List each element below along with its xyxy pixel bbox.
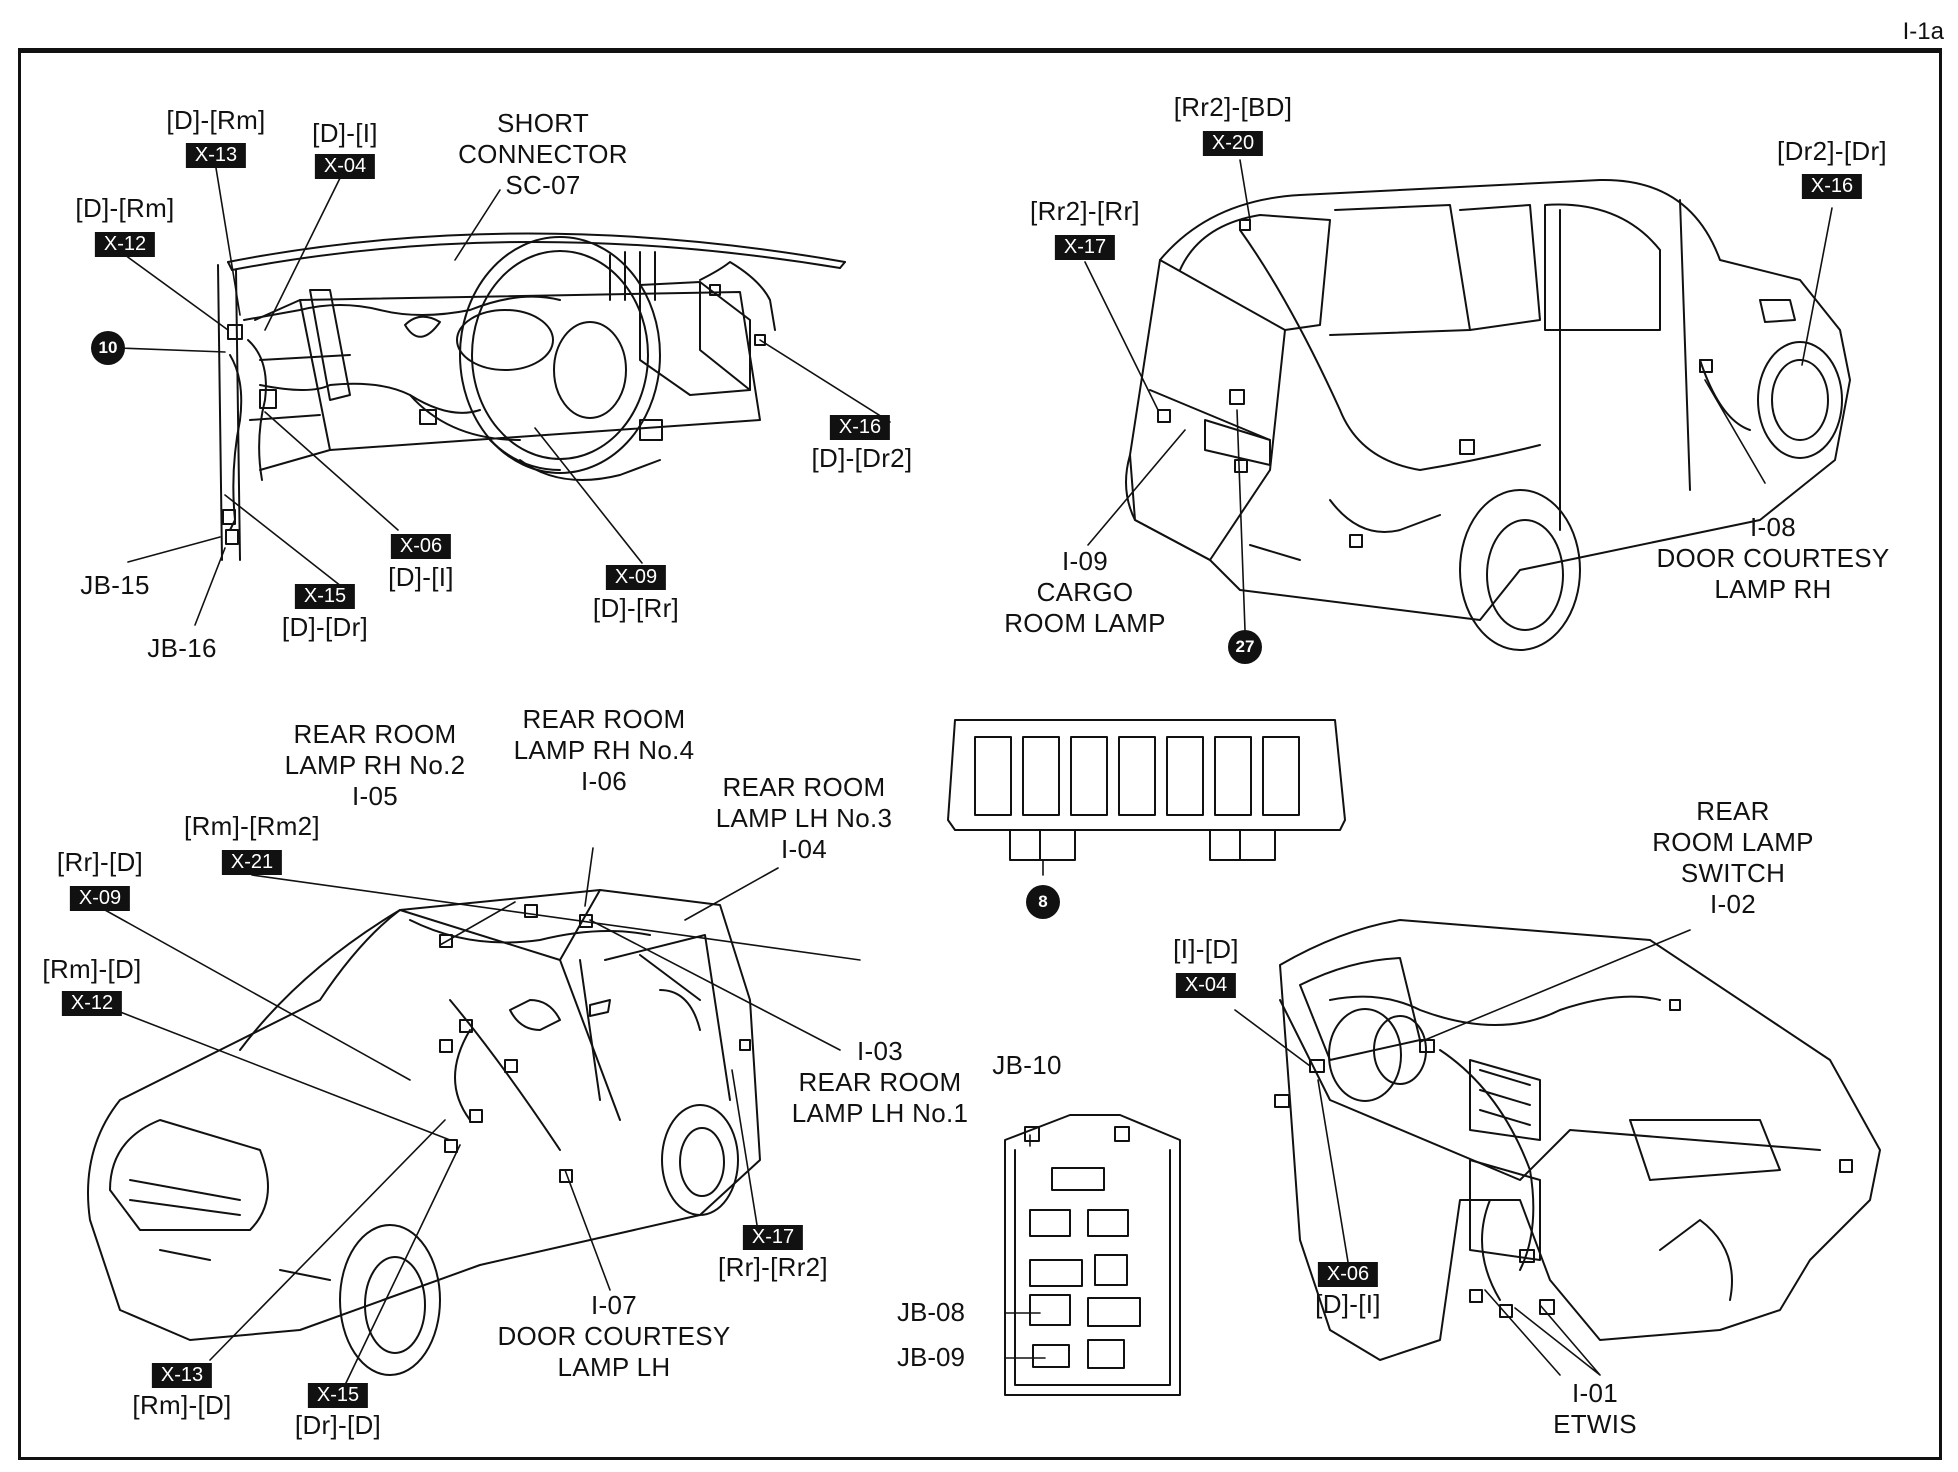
page-number: I-1a	[1902, 18, 1944, 45]
marker-27: 27	[1228, 630, 1262, 664]
label-jb-15: JB-15	[80, 570, 150, 600]
label-d-i-3: [D]-[I]	[1315, 1289, 1381, 1319]
connector-tag-x12-1: X-12	[94, 232, 156, 257]
label-rm-d-2: [Rm]-[D]	[132, 1390, 232, 1420]
label-d-rm-1: [D]-[Rm]	[166, 105, 266, 135]
connector-tag-x20: X-20	[1202, 131, 1264, 156]
marker-8: 8	[1026, 885, 1060, 919]
label-i08-door-courtesy-lamp-rh: I-08 DOOR COURTESY LAMP RH	[1656, 512, 1890, 604]
connector-tag-x13-2: X-13	[151, 1363, 213, 1388]
label-i07-door-courtesy-lamp-lh: I-07 DOOR COURTESY LAMP LH	[497, 1290, 731, 1382]
label-i01-etwis: I-01 ETWIS	[1553, 1378, 1637, 1439]
connector-tag-x13-1: X-13	[185, 143, 247, 168]
connector-tag-x16-1: X-16	[829, 415, 891, 440]
diagram-frame	[18, 48, 1942, 1460]
connector-tag-x09-2: X-09	[69, 886, 131, 911]
connector-tag-x12-2: X-12	[61, 991, 123, 1016]
connector-tag-x15-2: X-15	[307, 1383, 369, 1408]
label-d-i-1: [D]-[I]	[312, 118, 378, 148]
connector-tag-x06-2: X-06	[1317, 1262, 1379, 1287]
label-rm-d-1: [Rm]-[D]	[42, 954, 142, 984]
connector-tag-x09-1: X-09	[605, 565, 667, 590]
label-rr-rr2: [Rr]-[Rr2]	[718, 1252, 828, 1282]
label-jb-16: JB-16	[147, 633, 217, 663]
label-d-dr: [D]-[Dr]	[281, 612, 369, 642]
label-d-i-2: [D]-[I]	[388, 562, 454, 592]
connector-tag-x16-2: X-16	[1801, 174, 1863, 199]
label-i03-rear-room-lamp-lh-no1: I-03 REAR ROOM LAMP LH No.1	[791, 1036, 969, 1128]
label-i02-rear-room-lamp-switch: REAR ROOM LAMP SWITCH I-02	[1652, 796, 1814, 919]
label-d-rm-2: [D]-[Rm]	[75, 193, 175, 223]
van-rear-drawing	[1125, 178, 1851, 651]
dashboard-top-left-drawing	[217, 232, 846, 561]
connector-tag-x06-1: X-06	[390, 534, 452, 559]
label-rr2-bd: [Rr2]-[BD]	[1173, 92, 1293, 122]
label-i04-rear-room-lamp-lh-no3: REAR ROOM LAMP LH No.3 I-04	[715, 772, 893, 864]
label-d-rr: [D]-[Rr]	[592, 593, 680, 623]
label-dr-d: [Dr]-[D]	[294, 1410, 382, 1440]
connector-tag-x17-1: X-17	[1054, 235, 1116, 260]
label-rr2-rr: [Rr2]-[Rr]	[1030, 196, 1140, 226]
connector-tag-x04-2: X-04	[1175, 973, 1237, 998]
connector-tag-x17-2: X-17	[742, 1225, 804, 1250]
van-front-drawing	[87, 889, 761, 1376]
label-rm-rm2: [Rm]-[Rm2]	[184, 811, 320, 841]
connector-tag-x21: X-21	[221, 850, 283, 875]
connector-tag-x15-1: X-15	[294, 584, 356, 609]
connector-tag-x04-1: X-04	[314, 154, 376, 179]
marker-10: 10	[91, 331, 125, 365]
instrument-panel-drawing	[1274, 919, 1881, 1361]
relay-block-center-drawing	[947, 719, 1346, 861]
leader-lines	[104, 159, 1833, 1386]
label-jb-08: JB-08	[897, 1297, 965, 1327]
label-short-connector-sc07: SHORT CONNECTOR SC-07	[458, 108, 628, 200]
label-dr2-dr: [Dr2]-[Dr]	[1777, 136, 1887, 166]
label-i-d: [I]-[D]	[1173, 934, 1239, 964]
label-d-dr2: [D]-[Dr2]	[811, 443, 913, 473]
label-rr-d: [Rr]-[D]	[56, 847, 144, 877]
junction-box-drawing	[1004, 1114, 1181, 1396]
label-i05-rear-room-lamp-rh-no2: REAR ROOM LAMP RH No.2 I-05	[284, 719, 466, 811]
label-i09-cargo-room-lamp: I-09 CARGO ROOM LAMP	[1004, 546, 1166, 638]
label-i06-rear-room-lamp-rh-no4: REAR ROOM LAMP RH No.4 I-06	[513, 704, 695, 796]
label-jb-09: JB-09	[897, 1342, 965, 1372]
label-jb-10: JB-10	[992, 1050, 1062, 1080]
